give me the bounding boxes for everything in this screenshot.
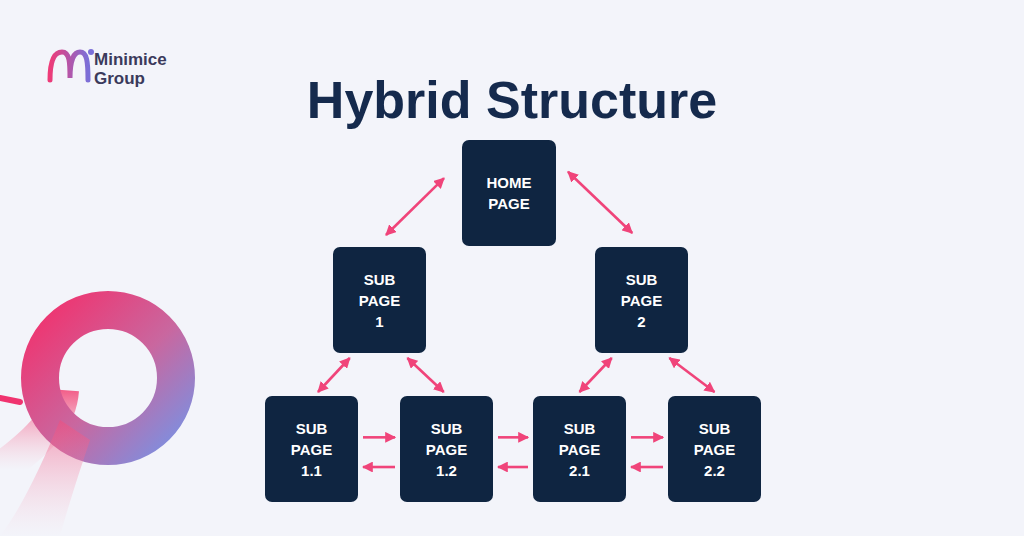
link-arrow: [580, 358, 612, 392]
page-label: HOME PAGE: [483, 172, 535, 214]
link-arrow: [631, 436, 663, 439]
link-arrow: [318, 358, 350, 392]
brand-name: Minimice Group: [94, 50, 174, 88]
link-arrow: [631, 466, 663, 469]
home-page-box: HOME PAGE: [462, 140, 556, 246]
logo-mark: [50, 49, 94, 80]
page-label: SUB PAGE 1: [354, 269, 406, 332]
link-arrow: [363, 436, 395, 439]
link-arrow: [669, 358, 714, 392]
sub-page-box: SUB PAGE 1.2: [400, 396, 493, 502]
page-label: SUB PAGE 1.1: [286, 418, 338, 481]
sub-page-box: SUB PAGE 1.1: [265, 396, 358, 502]
page-label: SUB PAGE 2: [616, 269, 668, 332]
sub-page-box: SUB PAGE 2: [595, 247, 688, 353]
swirl-decoration: [0, 310, 176, 536]
page-label: SUB PAGE 1.2: [421, 418, 473, 481]
diagram-title: Hybrid Structure: [0, 70, 1024, 130]
link-arrow: [568, 172, 632, 233]
link-arrow: [407, 358, 443, 392]
link-arrow: [363, 466, 395, 469]
page-label: SUB PAGE 2.2: [689, 418, 741, 481]
page-label: SUB PAGE 2.1: [554, 418, 606, 481]
sub-page-box: SUB PAGE 1: [333, 247, 426, 353]
link-arrow: [386, 178, 444, 235]
sub-page-box: SUB PAGE 2.1: [533, 396, 626, 502]
link-arrow: [498, 466, 528, 469]
link-arrow: [498, 436, 528, 439]
sub-page-box: SUB PAGE 2.2: [668, 396, 761, 502]
